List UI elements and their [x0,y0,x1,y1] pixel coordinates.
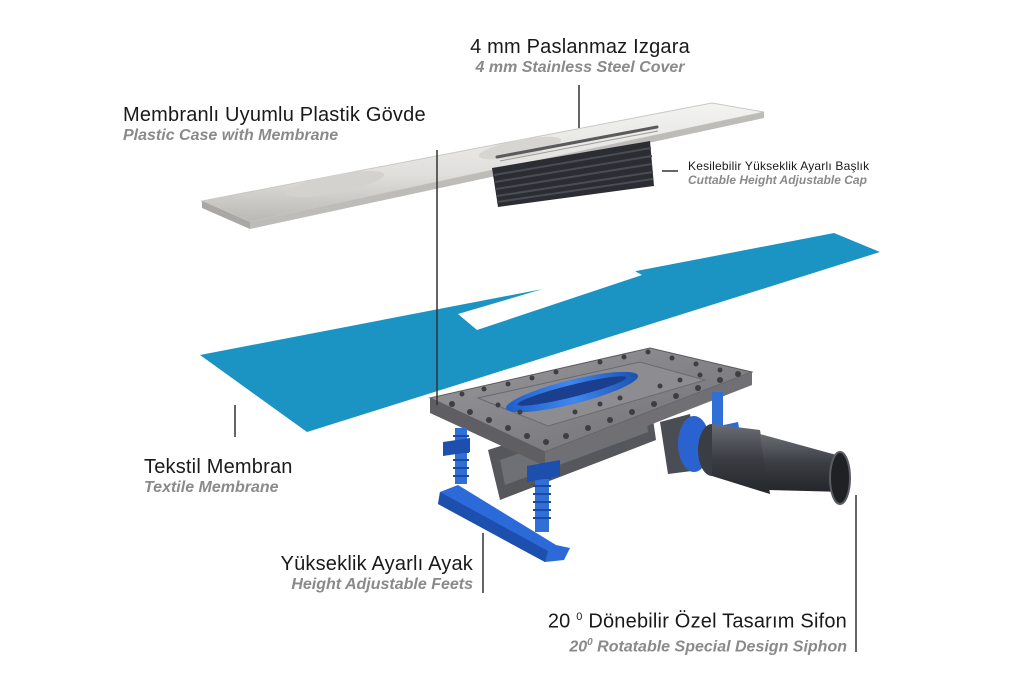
case-label-tr: Membranlı Uyumlu Plastik Gövde [123,104,426,126]
membrane-label-en: Textile Membrane [144,479,279,496]
label-siphon: 20 0 Dönebilir Özel Tasarım Sifon 200 Ro… [480,606,847,657]
siphon-text-tr: Dönebilir Özel Tasarım Sifon [588,610,847,633]
siphon-angle-tr: 20 [547,610,571,633]
siphon-label-en: 200 Rotatable Special Design Siphon [480,633,847,657]
cap-label-tr: Kesilebilir Yükseklik Ayarlı Başlık [688,159,870,173]
siphon-label-tr: 20 0 Dönebilir Özel Tasarım Sifon [480,606,847,633]
membrane-label-tr: Tekstil Membran [144,456,293,478]
textile-membrane [200,233,880,432]
cap-label-en: Cuttable Height Adjustable Cap [688,173,867,187]
siphon-degree-tr: 0 [576,611,583,623]
feet-label-en: Height Adjustable Feets [291,576,473,593]
siphon-degree-en: 0 [587,636,593,648]
cover-label-tr: 4 mm Paslanmaz Izgara [470,36,690,58]
height-adjustable-cap [492,141,654,207]
label-cover: 4 mm Paslanmaz Izgara 4 mm Stainless Ste… [420,36,740,78]
label-case: Membranlı Uyumlu Plastik Gövde Plastic C… [123,104,426,146]
height-adjustable-feet [438,392,742,562]
label-membrane: Tekstil Membran Textile Membrane [144,456,293,498]
case-label-en: Plastic Case with Membrane [123,127,339,144]
feet-label-tr: Yükseklik Ayarlı Ayak [280,553,473,575]
cover-label-en: 4 mm Stainless Steel Cover [475,59,685,76]
leader-lines [234,85,857,652]
siphon-text-en: Rotatable Special Design Siphon [597,637,847,655]
label-feet: Yükseklik Ayarlı Ayak Height Adjustable … [200,553,473,595]
label-cap: Kesilebilir Yükseklik Ayarlı Başlık Cutt… [688,159,869,187]
rotatable-siphon [660,414,851,505]
siphon-angle-en: 20 [569,637,588,655]
